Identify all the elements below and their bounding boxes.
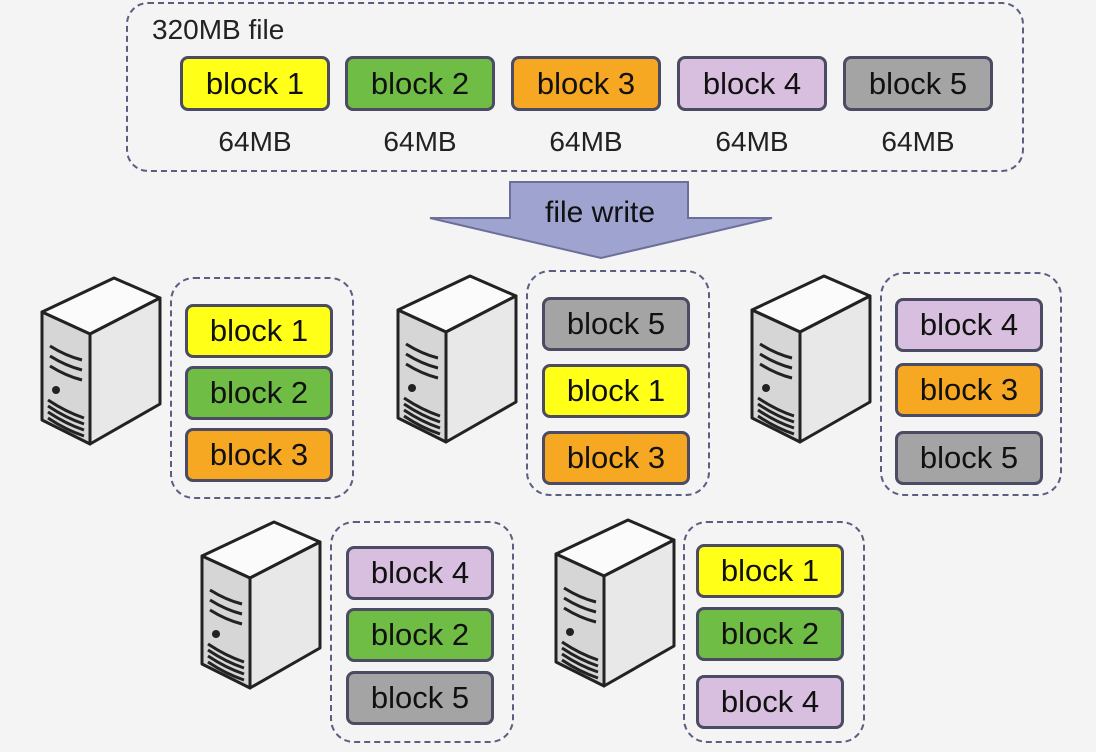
server-3-block-1: block 4 [895, 298, 1043, 352]
server-3-block-3: block 5 [895, 431, 1043, 485]
server-4-block-3: block 5 [346, 671, 494, 725]
file-block-size-1: 64MB [218, 126, 292, 157]
file-block-5: block 5 [843, 56, 993, 111]
server-2-block-group [526, 270, 710, 496]
server-5-block-2: block 2 [696, 607, 844, 661]
server-3-block-group [880, 272, 1062, 496]
server-2-block-1: block 5 [542, 297, 690, 351]
file-block-4: block 4 [677, 56, 827, 111]
file-block-size-5: 64MB [881, 126, 955, 157]
file-block-1: block 1 [180, 56, 330, 111]
server-4-block-2: block 2 [346, 608, 494, 662]
server-3-graphic [750, 274, 872, 444]
file-block-size-2: 64MB [383, 126, 457, 157]
file-block-2: block 2 [345, 56, 495, 111]
server-1-graphic [40, 276, 162, 446]
file-group [126, 2, 1024, 172]
server-4-graphic [200, 520, 322, 690]
server-icon [36, 272, 166, 457]
file-title: 320MB file [152, 14, 285, 45]
server-1-block-3: block 3 [185, 428, 333, 482]
server-2-block-2: block 1 [542, 364, 690, 418]
server-1-block-1: block 1 [185, 304, 333, 358]
server-icon [392, 270, 522, 455]
file-write-arrow [429, 181, 773, 260]
server-2-block-3: block 3 [542, 431, 690, 485]
server-5-block-3: block 4 [696, 675, 844, 729]
server-3-block-2: block 3 [895, 363, 1043, 417]
server-2-graphic [396, 274, 518, 444]
server-4-block-group [330, 521, 514, 743]
server-5-block-1: block 1 [696, 544, 844, 598]
server-icon [746, 270, 876, 455]
arrow-label: file write [544, 196, 656, 229]
arrow-shape [429, 181, 773, 260]
server-1-block-group [170, 277, 354, 499]
server-5-block-group [683, 521, 865, 743]
file-block-size-4: 64MB [715, 126, 789, 157]
file-block-3: block 3 [511, 56, 661, 111]
file-block-size-3: 64MB [549, 126, 623, 157]
server-icon [196, 516, 326, 701]
server-icon [550, 514, 680, 699]
server-1-block-2: block 2 [185, 366, 333, 420]
server-4-block-1: block 4 [346, 546, 494, 600]
server-5-graphic [554, 518, 676, 688]
